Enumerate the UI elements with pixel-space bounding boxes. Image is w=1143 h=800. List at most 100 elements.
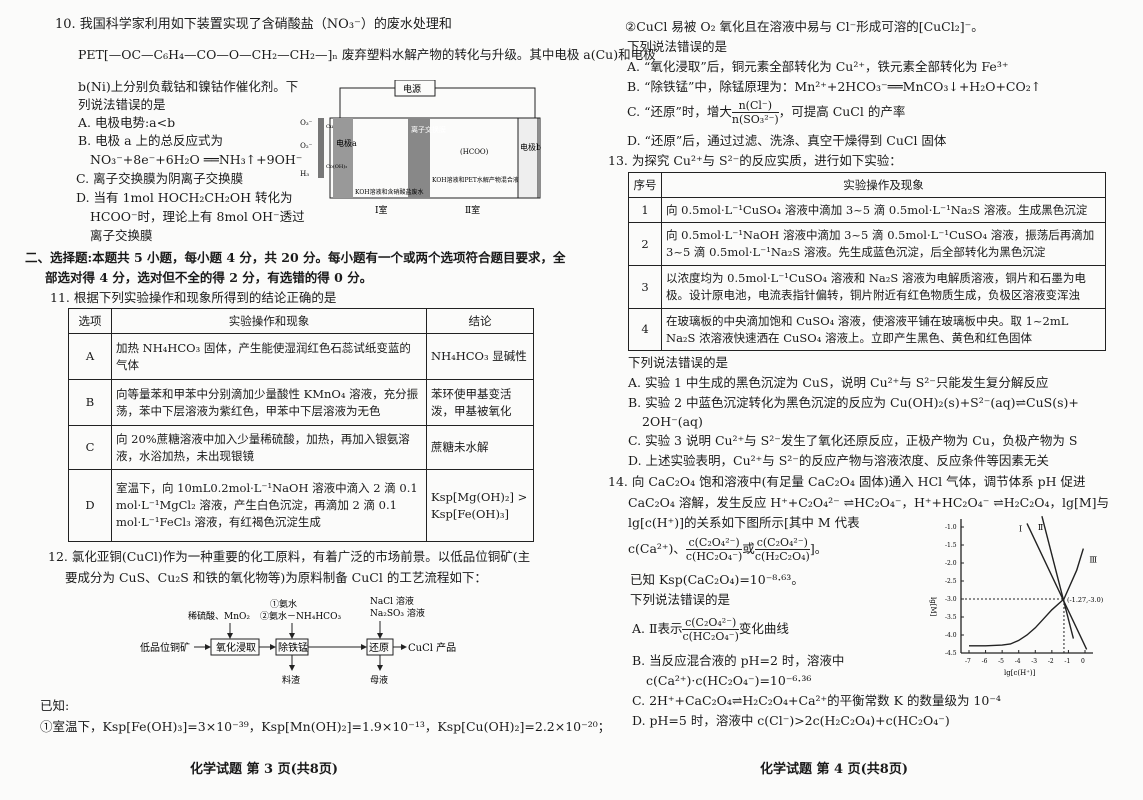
y-tick-label: -1.0	[945, 524, 957, 531]
q10-option-c: C. 离子交换膜为阴离子交换膜	[76, 171, 244, 186]
step3-label: 还原	[369, 642, 389, 654]
conclusion-cell: 蔗糖未水解	[426, 425, 534, 470]
ion-exchange-membrane	[408, 118, 430, 198]
operation-cell: 向 0.5mol·L⁻¹CuSO₄ 溶液中滴加 3~5 滴 0.5mol·L⁻¹…	[661, 197, 1106, 223]
conclusion-cell: Ksp[Mg(OH)₂] > Ksp[Fe(OH)₃]	[426, 469, 534, 542]
q11-stem: 11. 根据下列实验操作和现象所得到的结论正确的是	[50, 290, 337, 305]
step1-label: 氧化浸取	[216, 641, 256, 654]
fraction: c(C₂O₄²⁻)c(H₂C₂O₄)	[754, 536, 810, 563]
fraction: c(C₂O₄²⁻)c(HC₂O₄⁻)	[685, 536, 743, 563]
q12-line2: 要成分为 CuS、Cu₂S 和铁的氧化物等)为原料制备 CuCl 的工艺流程如下…	[65, 570, 487, 585]
q14-line2: CaC₂O₄ 溶解，发生反应 H⁺+C₂O₄²⁻ ⇌HC₂O₄⁻，H⁺+HC₂O…	[628, 495, 1110, 510]
q10-line4: 列说法错误的是	[78, 97, 166, 112]
x-tick-label: 0	[1081, 658, 1085, 665]
x-tick-label: -3	[1031, 658, 1037, 665]
x-tick-label: -5	[998, 658, 1004, 665]
row-number: 2	[628, 222, 662, 266]
q13-option-c: C. 实验 3 说明 Cu²⁺与 S²⁻发生了氧化还原反应，正极产物为 Cu，负…	[628, 433, 1078, 448]
q13-option-a: A. 实验 1 中生成的黑色沉淀为 CuS，说明 Cu²⁺与 S²⁻只能发生复分…	[628, 375, 1049, 390]
waste2-label: 母液	[370, 674, 388, 686]
conclusion-cell: 苯环使甲基变活泼，甲基被氧化	[426, 379, 534, 426]
q13-option-b: B. 实验 2 中蓝色沉淀转化为黑色沉淀的反应为 Cu(OH)₂(s)+S²⁻(…	[628, 395, 1079, 410]
option-label: D	[68, 469, 112, 542]
q14-option-c: C. 2H⁺+CaC₂O₄⇌H₂C₂O₄+Ca²⁺的平衡常数 K 的数量级为 1…	[632, 693, 1001, 708]
product-label: CuCl 产品	[408, 641, 456, 654]
series-line-3	[969, 548, 1085, 647]
option-label: B	[68, 379, 112, 426]
denominator: c(HC₂O₄⁻)	[682, 630, 739, 643]
no2-label: NO₂⁻	[300, 142, 313, 150]
numerator: c(C₂O₄²⁻)	[685, 536, 743, 550]
intersection-annotation: (-1.27,-3.0)	[1067, 596, 1104, 604]
option-a-prefix: A. Ⅱ表示	[632, 621, 683, 636]
q12-ask: 下列说法错误的是	[627, 39, 728, 54]
q12-known2: ②CuCl 易被 O₂ 氧化且在溶液中易与 Cl⁻形成可溶的[CuCl₂]⁻。	[625, 19, 984, 34]
nh3-label: NH₃	[300, 170, 309, 178]
y-tick-label: -2.5	[945, 578, 957, 585]
operation-cell: 加热 NH₄HCO₃ 固体，产生能使湿润红色石蕊试纸变蓝的气体	[111, 333, 427, 380]
electrode-a-label: 电极a	[336, 138, 357, 148]
section2-line1: 二、选择题:本题共 5 小题，每小题 4 分，共 20 分。每小题有一个或两个选…	[25, 250, 566, 265]
numerator: n(Cl⁻)	[731, 99, 779, 113]
electrolysis-apparatus-diagram: 电源 电极a 离子交换膜 电极b KOH溶液和含硝酸盐废水 KOH溶液和PET水…	[300, 80, 541, 216]
y-tick-label: -2.0	[945, 560, 957, 567]
step2-label: 除铁锰	[278, 641, 308, 654]
room2-label: Ⅱ室	[465, 204, 480, 216]
power-label: 电源	[403, 83, 421, 95]
conclusion-cell: NH₄HCO₃ 显碱性	[426, 333, 534, 380]
q11-header-option: 选项	[68, 308, 112, 334]
y-tick-label: -1.5	[945, 542, 957, 549]
series-label-1: Ⅰ	[1019, 524, 1022, 533]
q14-line3: lg[c(H⁺)]的关系如下图所示[其中 M 代表	[628, 515, 860, 530]
q12-option-a: A. “氧化浸取”后，铜元素全部转化为 Cu²⁺，铁元素全部转化为 Fe³⁺	[627, 59, 1009, 74]
series-line-2	[1041, 516, 1075, 639]
electrode-b-label: 电极b	[520, 142, 541, 152]
hcoo-label: (HCOO)	[460, 148, 489, 156]
option-a-suffix: 变化曲线	[738, 621, 789, 636]
x-tick-label: -4	[1015, 658, 1021, 665]
operation-cell: 向 20%蔗糖溶液中加入少量稀硫酸，加热，再加入银氨溶液，水浴加热，未出现银镜	[111, 425, 427, 470]
x-tick-label: -6	[982, 658, 988, 665]
option-c-suffix: ，可提高 CuCl 的产率	[778, 104, 906, 119]
series-label-2: Ⅱ	[1038, 523, 1043, 532]
m-ca: c(Ca²⁺)、	[628, 541, 686, 556]
q10-line2: PET[—OC—C₆H₄—CO—O—CH₂—CH₂—]ₙ 废弃塑料水解产物的转化…	[78, 47, 656, 62]
q13-header-no: 序号	[628, 172, 662, 198]
row-number: 1	[628, 197, 662, 223]
reagent2a-label: ①氨水	[270, 598, 297, 610]
numerator: c(C₂O₄²⁻)	[682, 616, 739, 630]
raw-material-label: 低品位铜矿	[140, 641, 190, 654]
y-tick-label: -3.0	[945, 596, 957, 603]
page-footer-left: 化学试题 第 3 页(共8页)	[190, 762, 338, 777]
q14-option-d: D. pH=5 时，溶液中 c(Cl⁻)>2c(H₂C₂O₄)+c(HC₂O₄⁻…	[632, 713, 950, 728]
waste1-label: 料渣	[282, 674, 300, 686]
q10-option-a: A. 电极电势:a<b	[78, 115, 176, 130]
q10-option-d: D. 当有 1mol HOCH₂CH₂OH 转化为	[76, 190, 293, 205]
q14-ksp: 已知 Ksp(CaC₂O₄)=10⁻⁸·⁶³。	[630, 572, 804, 587]
x-axis-label: lg[c(H⁺)]	[1004, 669, 1036, 677]
q14-ask: 下列说法错误的是	[630, 592, 731, 607]
room1-label: Ⅰ室	[375, 204, 388, 216]
q13-header-operation: 实验操作及现象	[661, 172, 1106, 198]
q10-option-d-line2: HCOO⁻时，理论上有 8mol OH⁻透过	[90, 209, 305, 224]
q10-option-b-equation: NO₃⁻+8e⁻+6H₂O ══NH₃↑+9OH⁻	[90, 152, 303, 167]
denominator: c(HC₂O₄⁻)	[685, 550, 743, 563]
operation-cell: 以浓度均为 0.5mol·L⁻¹CuSO₄ 溶液和 Na₂S 溶液为电解质溶液，…	[661, 265, 1106, 309]
room1-solution-label: KOH溶液和含硝酸盐废水	[355, 188, 423, 196]
y-tick-label: -4.5	[945, 650, 957, 657]
reagent3a-label: NaCl 溶液	[370, 595, 414, 607]
q10-line1: 10. 我国科学家利用如下装置实现了含硝酸盐（NO₃⁻）的废水处理和	[55, 17, 452, 32]
reagent2b-label: ②氨水－NH₄HCO₃	[260, 610, 341, 622]
q12-line1: 12. 氯化亚铜(CuCl)作为一种重要的化工原料，有着广泛的市场前景。以低品位…	[48, 549, 531, 564]
denominator: n(SO₃²⁻)	[731, 113, 779, 126]
series-label-3: Ⅲ	[1089, 556, 1097, 565]
